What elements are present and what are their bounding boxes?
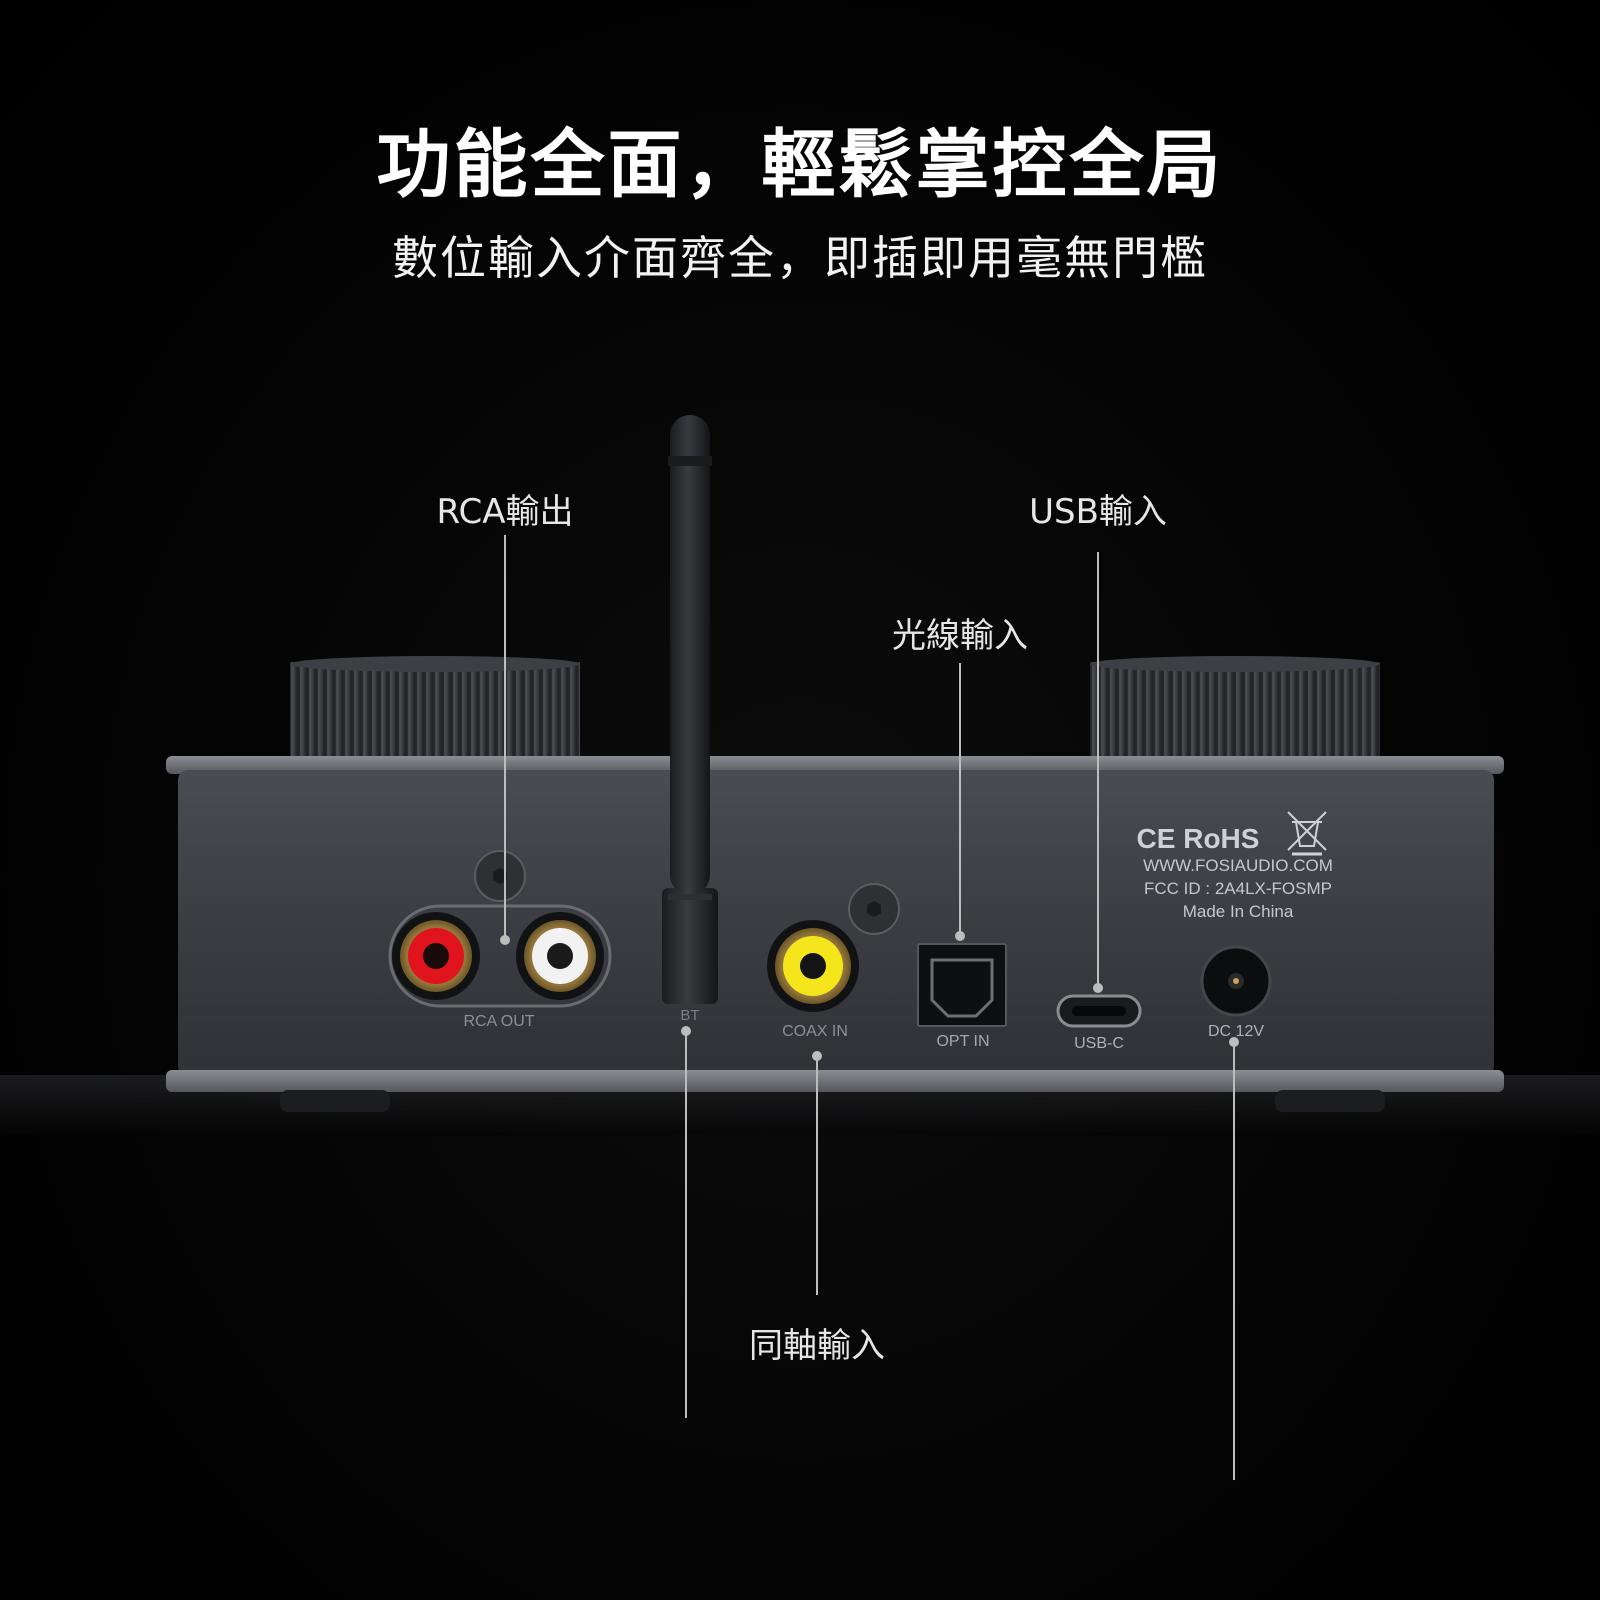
rca-out-panel-label: RCA OUT bbox=[463, 1013, 534, 1030]
coax-in-jack[interactable] bbox=[767, 920, 859, 1012]
knob-icon bbox=[1090, 656, 1380, 758]
rubber-foot bbox=[280, 1090, 390, 1112]
antenna-icon bbox=[662, 415, 718, 1004]
cert-fcc-id: FCC ID : 2A4LX-FOSMP bbox=[1144, 879, 1332, 898]
rca-out-leader-line bbox=[500, 535, 510, 945]
cert-origin: Made In China bbox=[1183, 902, 1294, 921]
optical-in-leader-line bbox=[955, 663, 965, 941]
usb-c-port[interactable] bbox=[1056, 994, 1142, 1028]
bt-panel-label: BT bbox=[680, 1007, 699, 1024]
callout-usb-in: USB輸入 bbox=[1029, 492, 1167, 532]
knob-icon bbox=[290, 656, 580, 758]
screw-icon bbox=[474, 850, 526, 902]
dc-panel-label: DC 12V bbox=[1208, 1023, 1264, 1040]
cert-marks: CE RoHS bbox=[1137, 823, 1260, 854]
opt-in-port[interactable] bbox=[917, 943, 1007, 1027]
bt-leader-line bbox=[681, 1026, 691, 1418]
callout-rca-out: RCA輸出 bbox=[436, 492, 574, 532]
chassis bbox=[166, 756, 1504, 1112]
cert-website: WWW.FOSIAUDIO.COM bbox=[1143, 856, 1333, 875]
callout-coax-in: 同軸輸入 bbox=[749, 1326, 885, 1366]
rca-out-jacks[interactable] bbox=[388, 904, 612, 1008]
opt-in-panel-label: OPT IN bbox=[936, 1033, 989, 1050]
dc-power-jack[interactable] bbox=[1200, 945, 1272, 1017]
page-subtitle: 數位輸入介面齊全，即插即用毫無門檻 bbox=[392, 231, 1208, 285]
page-title: 功能全面，輕鬆掌控全局 bbox=[376, 122, 1224, 208]
usb-c-panel-label: USB-C bbox=[1074, 1035, 1124, 1052]
coax-in-leader-line bbox=[812, 1051, 822, 1295]
dc-leader-line bbox=[1229, 1037, 1239, 1480]
rubber-foot bbox=[1275, 1090, 1385, 1112]
usb-in-leader-line bbox=[1093, 552, 1103, 993]
screw-icon bbox=[848, 883, 900, 935]
callout-optical-in: 光線輸入 bbox=[892, 616, 1028, 656]
weee-bin-icon bbox=[1287, 811, 1327, 856]
coax-in-panel-label: COAX IN bbox=[782, 1023, 848, 1040]
